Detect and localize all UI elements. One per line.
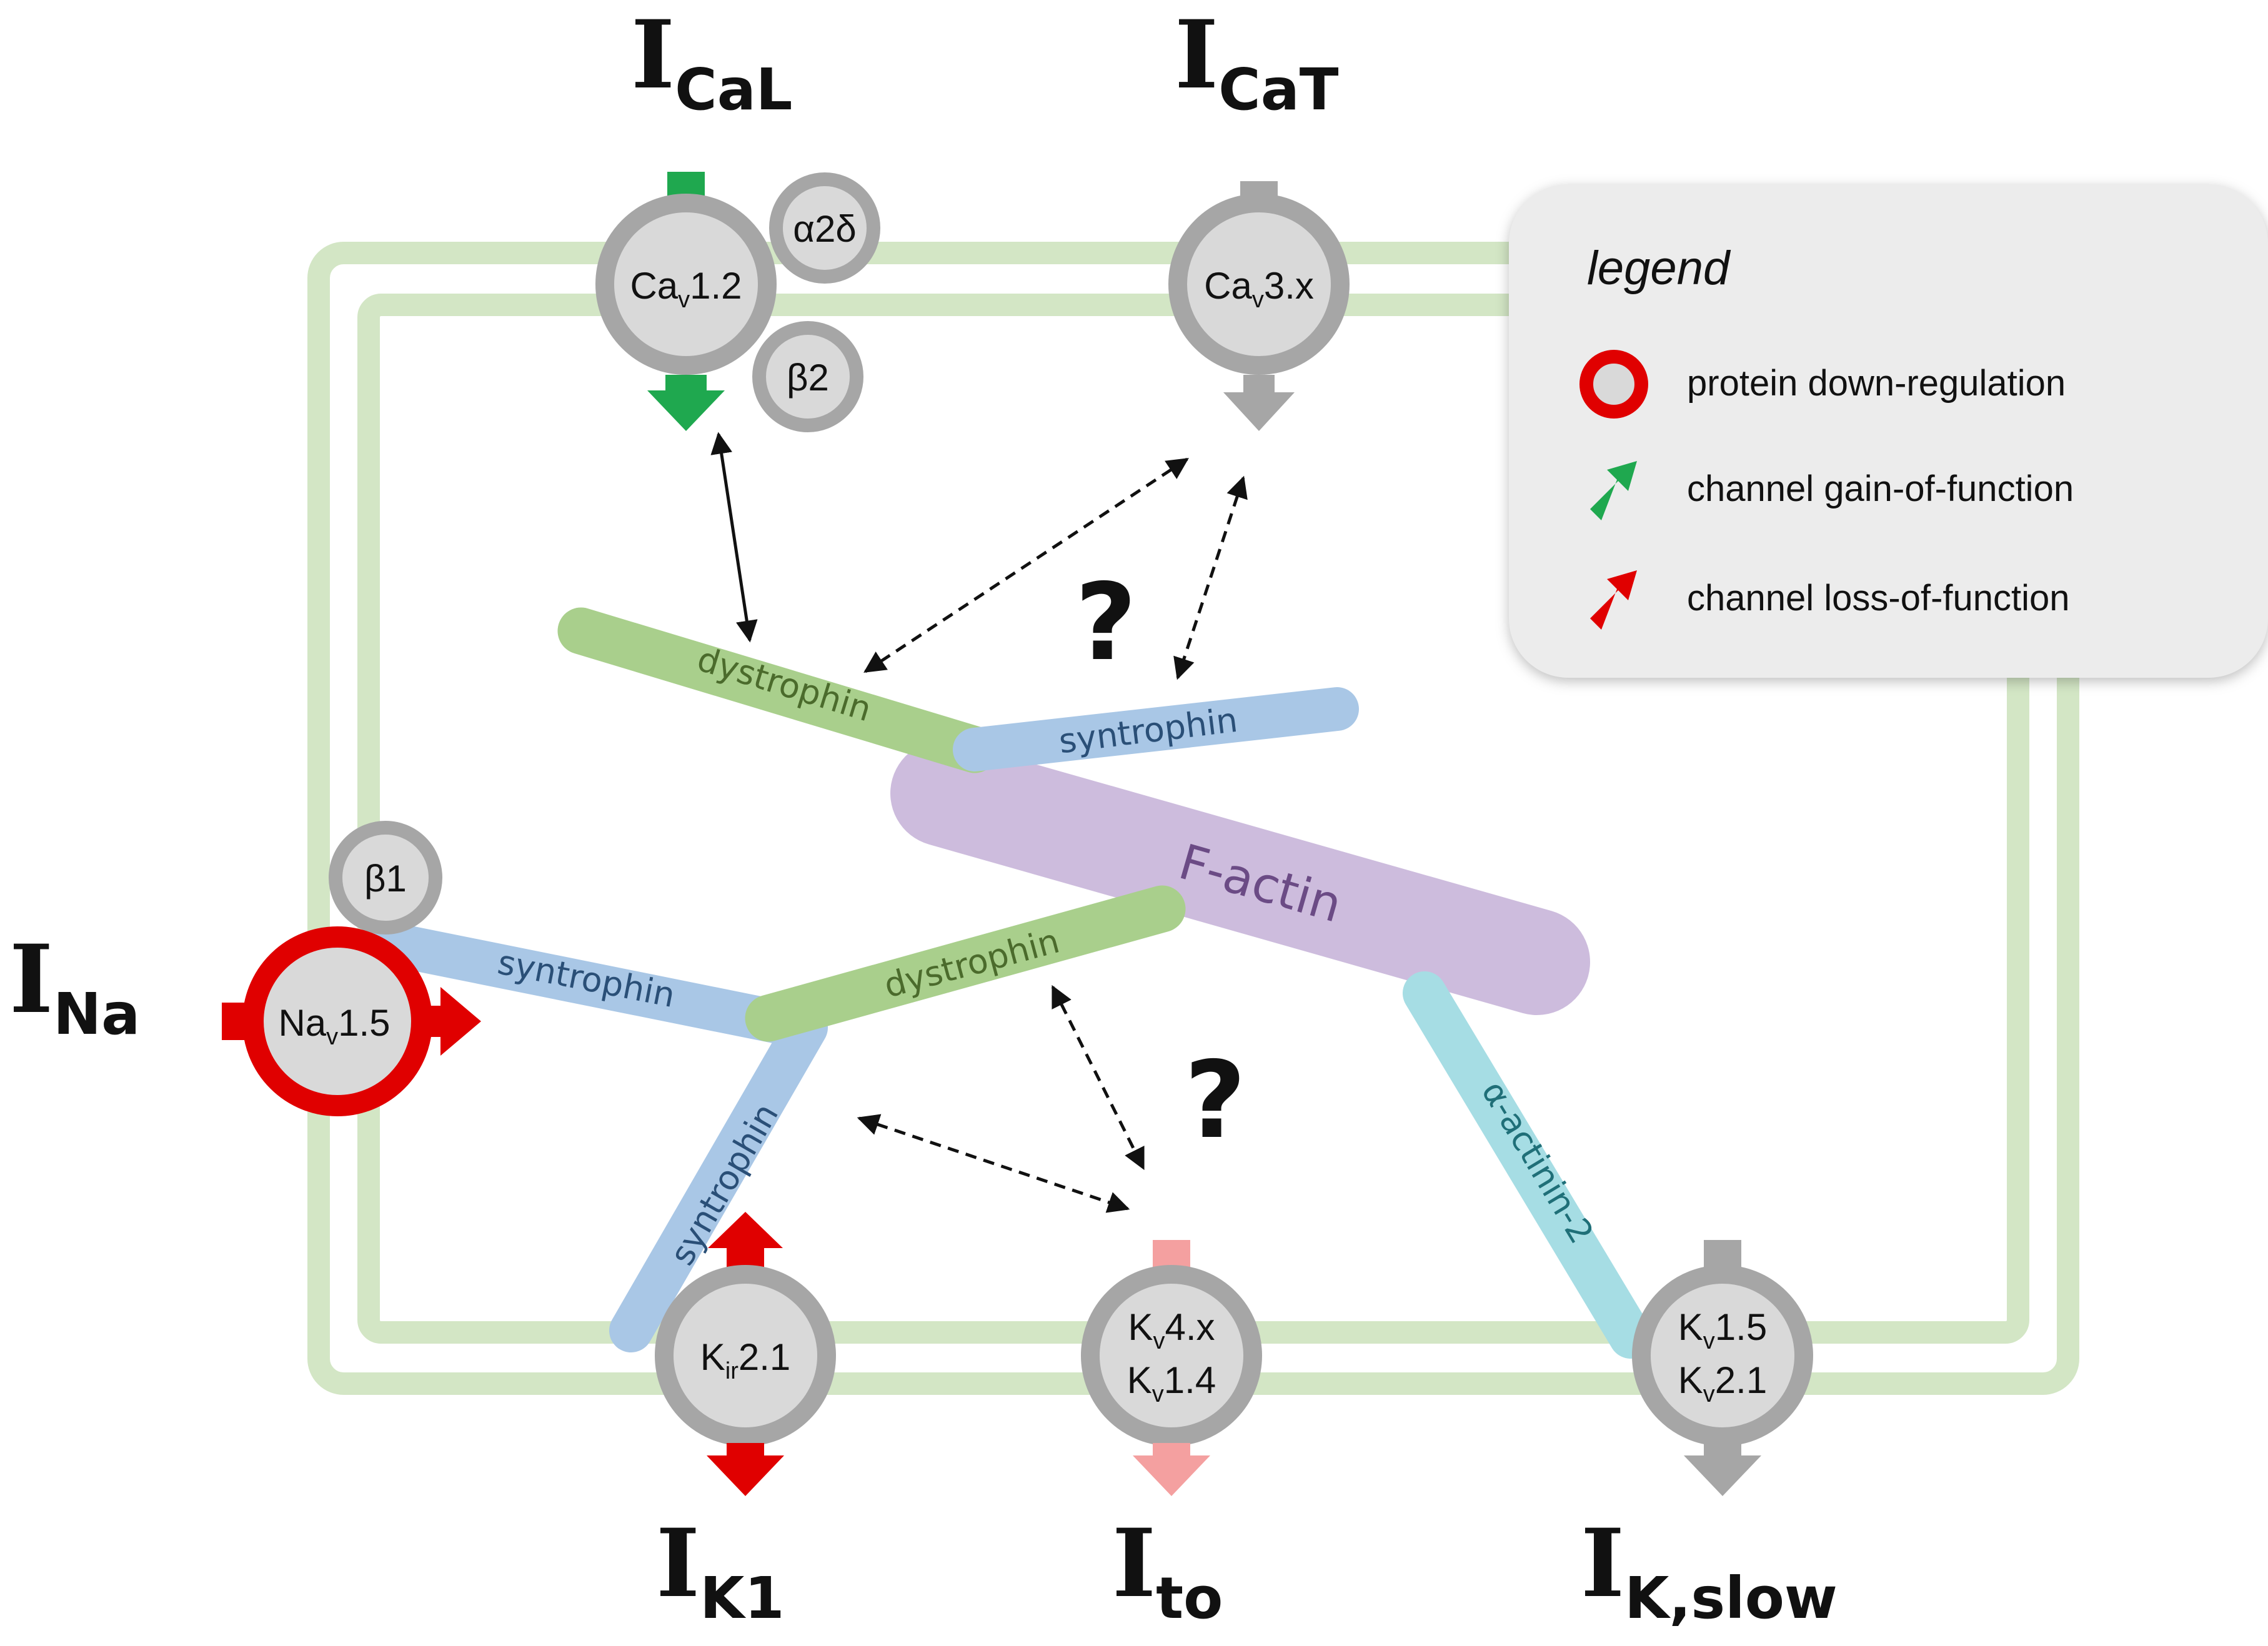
syntrophin-left-bar [366, 921, 797, 1043]
green-arrow-icon [1590, 461, 1637, 520]
current-ik1-label: IK1 [656, 1509, 784, 1632]
legend-item-downregulation: protein down-regulation [1687, 363, 2066, 404]
cav3x-channel: Cav3.x [1168, 181, 1350, 431]
current-ical-label: ICaL [631, 0, 792, 123]
svg-text:β2: β2 [787, 357, 829, 399]
dystrophin-mid-bar [745, 885, 1186, 1042]
cav3x-syntrophin-arrow [1173, 475, 1248, 680]
cav12-channel: Cav1.2 [595, 172, 777, 431]
nav15-channel: Nav1.5 [222, 926, 481, 1116]
interaction-arrows [710, 432, 1248, 1213]
svg-text:Kv1.4: Kv1.4 [1127, 1359, 1216, 1407]
red-arrow-icon [1590, 570, 1637, 630]
dystrophin-mid-label: dystrophin [880, 921, 1063, 1006]
factin-bar [890, 740, 1590, 1015]
b1-subunit: β1 [329, 821, 442, 935]
legend-box: legend protein down-regulation channel g… [1509, 184, 2268, 678]
svg-text:β1: β1 [364, 858, 407, 900]
current-ina-label: INa [9, 925, 140, 1048]
b2-subunit: β2 [752, 321, 863, 432]
dystrophin-kv4x-arrow [1051, 984, 1145, 1171]
red-ring-icon [1579, 350, 1648, 419]
question-mark-top: ? [1075, 561, 1137, 685]
a2d-subunit: α2δ [769, 172, 880, 284]
current-ito-label: Ito [1112, 1509, 1223, 1632]
kir21-channel: Kir2.1 [655, 1212, 836, 1496]
svg-text:Kv2.1: Kv2.1 [1678, 1359, 1767, 1407]
svg-text:Cav3.x: Cav3.x [1204, 265, 1314, 313]
kv4x-channel: Kv4.x Kv1.4 [1081, 1240, 1262, 1496]
question-mark-bottom: ? [1185, 1039, 1246, 1163]
svg-text:Kv1.5: Kv1.5 [1678, 1306, 1767, 1354]
svg-text:Nav1.5: Nav1.5 [278, 1002, 390, 1050]
svg-text:Kir2.1: Kir2.1 [700, 1336, 791, 1384]
legend-item-gain: channel gain-of-function [1687, 469, 2074, 509]
svg-text:Kv4.x: Kv4.x [1128, 1306, 1215, 1354]
current-icat-label: ICaT [1175, 0, 1339, 123]
svg-text:α2δ: α2δ [793, 208, 856, 250]
syntrophin-top-bar [953, 687, 1359, 771]
cav3x-dystrophin-arrow [863, 457, 1189, 673]
actinin-bar [1403, 971, 1653, 1359]
cav12-dystrophin-arrow [710, 432, 758, 643]
legend-title: legend [1587, 242, 1731, 295]
current-ikslow-label: IK,slow [1581, 1509, 1838, 1632]
syntrophin-vert-bar [609, 1006, 828, 1352]
svg-text:Cav1.2: Cav1.2 [630, 265, 742, 313]
syntrophin-kv4x-arrow [857, 1114, 1130, 1213]
dystrophin-top-bar [557, 607, 998, 773]
gain-arrow-icon [647, 375, 725, 431]
kv15-channel: Kv1.5 Kv2.1 [1632, 1240, 1813, 1496]
legend-item-loss: channel loss-of-function [1687, 578, 2070, 618]
